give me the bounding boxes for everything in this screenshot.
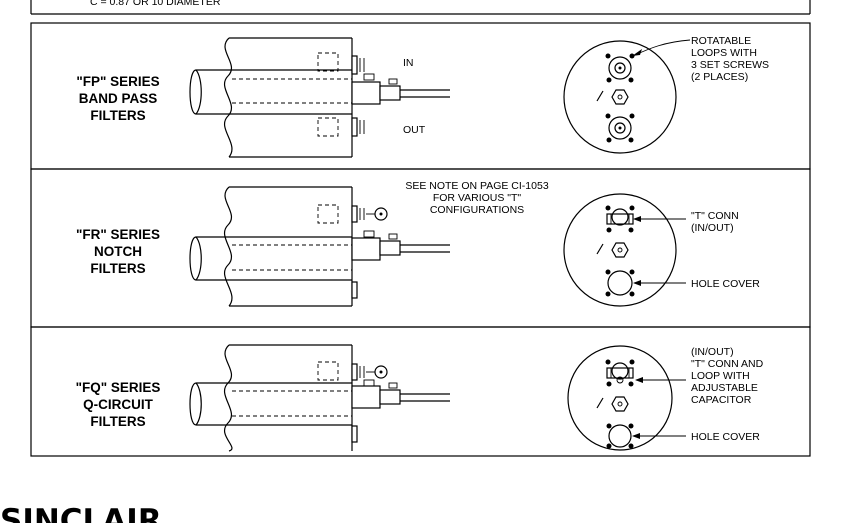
fq-callout-2: "T" CONN AND: [691, 358, 764, 370]
fr-note-3: CONFIGURATIONS: [430, 204, 524, 216]
fq-callout-holecover: HOLE COVER: [691, 431, 760, 443]
fp-out-label: OUT: [403, 124, 426, 136]
fq-callout-1: (IN/OUT): [691, 346, 734, 358]
panel-fp-title-3: FILTERS: [90, 108, 145, 123]
panel-fr-title-1: "FR" SERIES: [76, 227, 160, 242]
fp-filter-drawing: IN OUT: [189, 37, 450, 158]
fq-callout-3: LOOP WITH: [691, 370, 750, 382]
fr-callout-tconn-2: (IN/OUT): [691, 222, 734, 234]
fr-filter-drawing: [189, 186, 450, 307]
header-strip: C = 0.87 OR 10 DIAMETER: [30, 0, 811, 15]
fr-note-1: SEE NOTE ON PAGE CI-1053: [405, 180, 549, 192]
fr-callout-tconn-1: "T" CONN: [691, 210, 739, 222]
panel-fr-title-2: NOTCH: [94, 244, 142, 259]
fq-end-view: (IN/OUT) "T" CONN AND LOOP WITH ADJUSTAB…: [567, 345, 764, 451]
fr-end-view: "T" CONN (IN/OUT) HOLE COVER: [563, 193, 760, 307]
fr-note-2: FOR VARIOUS "T": [433, 192, 522, 204]
panel-fp-title-2: BAND PASS: [79, 91, 158, 106]
panel-fq-title-1: "FQ" SERIES: [76, 380, 161, 395]
panel-fr: "FR" SERIES NOTCH FILTERS SEE NOTE ON PA…: [30, 168, 811, 328]
fp-end-view: ROTATABLE LOOPS WITH 3 SET SCREWS (2 PLA…: [563, 35, 769, 154]
panel-fq-title-3: FILTERS: [90, 414, 145, 429]
header-text: C = 0.87 OR 10 DIAMETER: [90, 0, 221, 8]
panel-fq: "FQ" SERIES Q-CIRCUIT FILTERS: [30, 326, 811, 457]
panel-fp-title-1: "FP" SERIES: [76, 74, 159, 89]
fr-callout-holecover: HOLE COVER: [691, 278, 760, 290]
sinclair-logo: SINCLAIR: [0, 503, 162, 523]
panel-fp: "FP" SERIES BAND PASS FILTERS: [30, 22, 811, 170]
fp-callout-4: (2 PLACES): [691, 71, 748, 83]
fp-in-label: IN: [403, 57, 414, 69]
fp-callout-3: 3 SET SCREWS: [691, 59, 769, 71]
panel-fq-title-2: Q-CIRCUIT: [83, 397, 153, 412]
fp-callout-2: LOOPS WITH: [691, 47, 757, 59]
fq-callout-4: ADJUSTABLE: [691, 382, 758, 394]
panel-fr-title-3: FILTERS: [90, 261, 145, 276]
fp-callout-1: ROTATABLE: [691, 35, 751, 47]
fq-filter-drawing: [189, 344, 450, 452]
fq-callout-5: CAPACITOR: [691, 394, 752, 406]
